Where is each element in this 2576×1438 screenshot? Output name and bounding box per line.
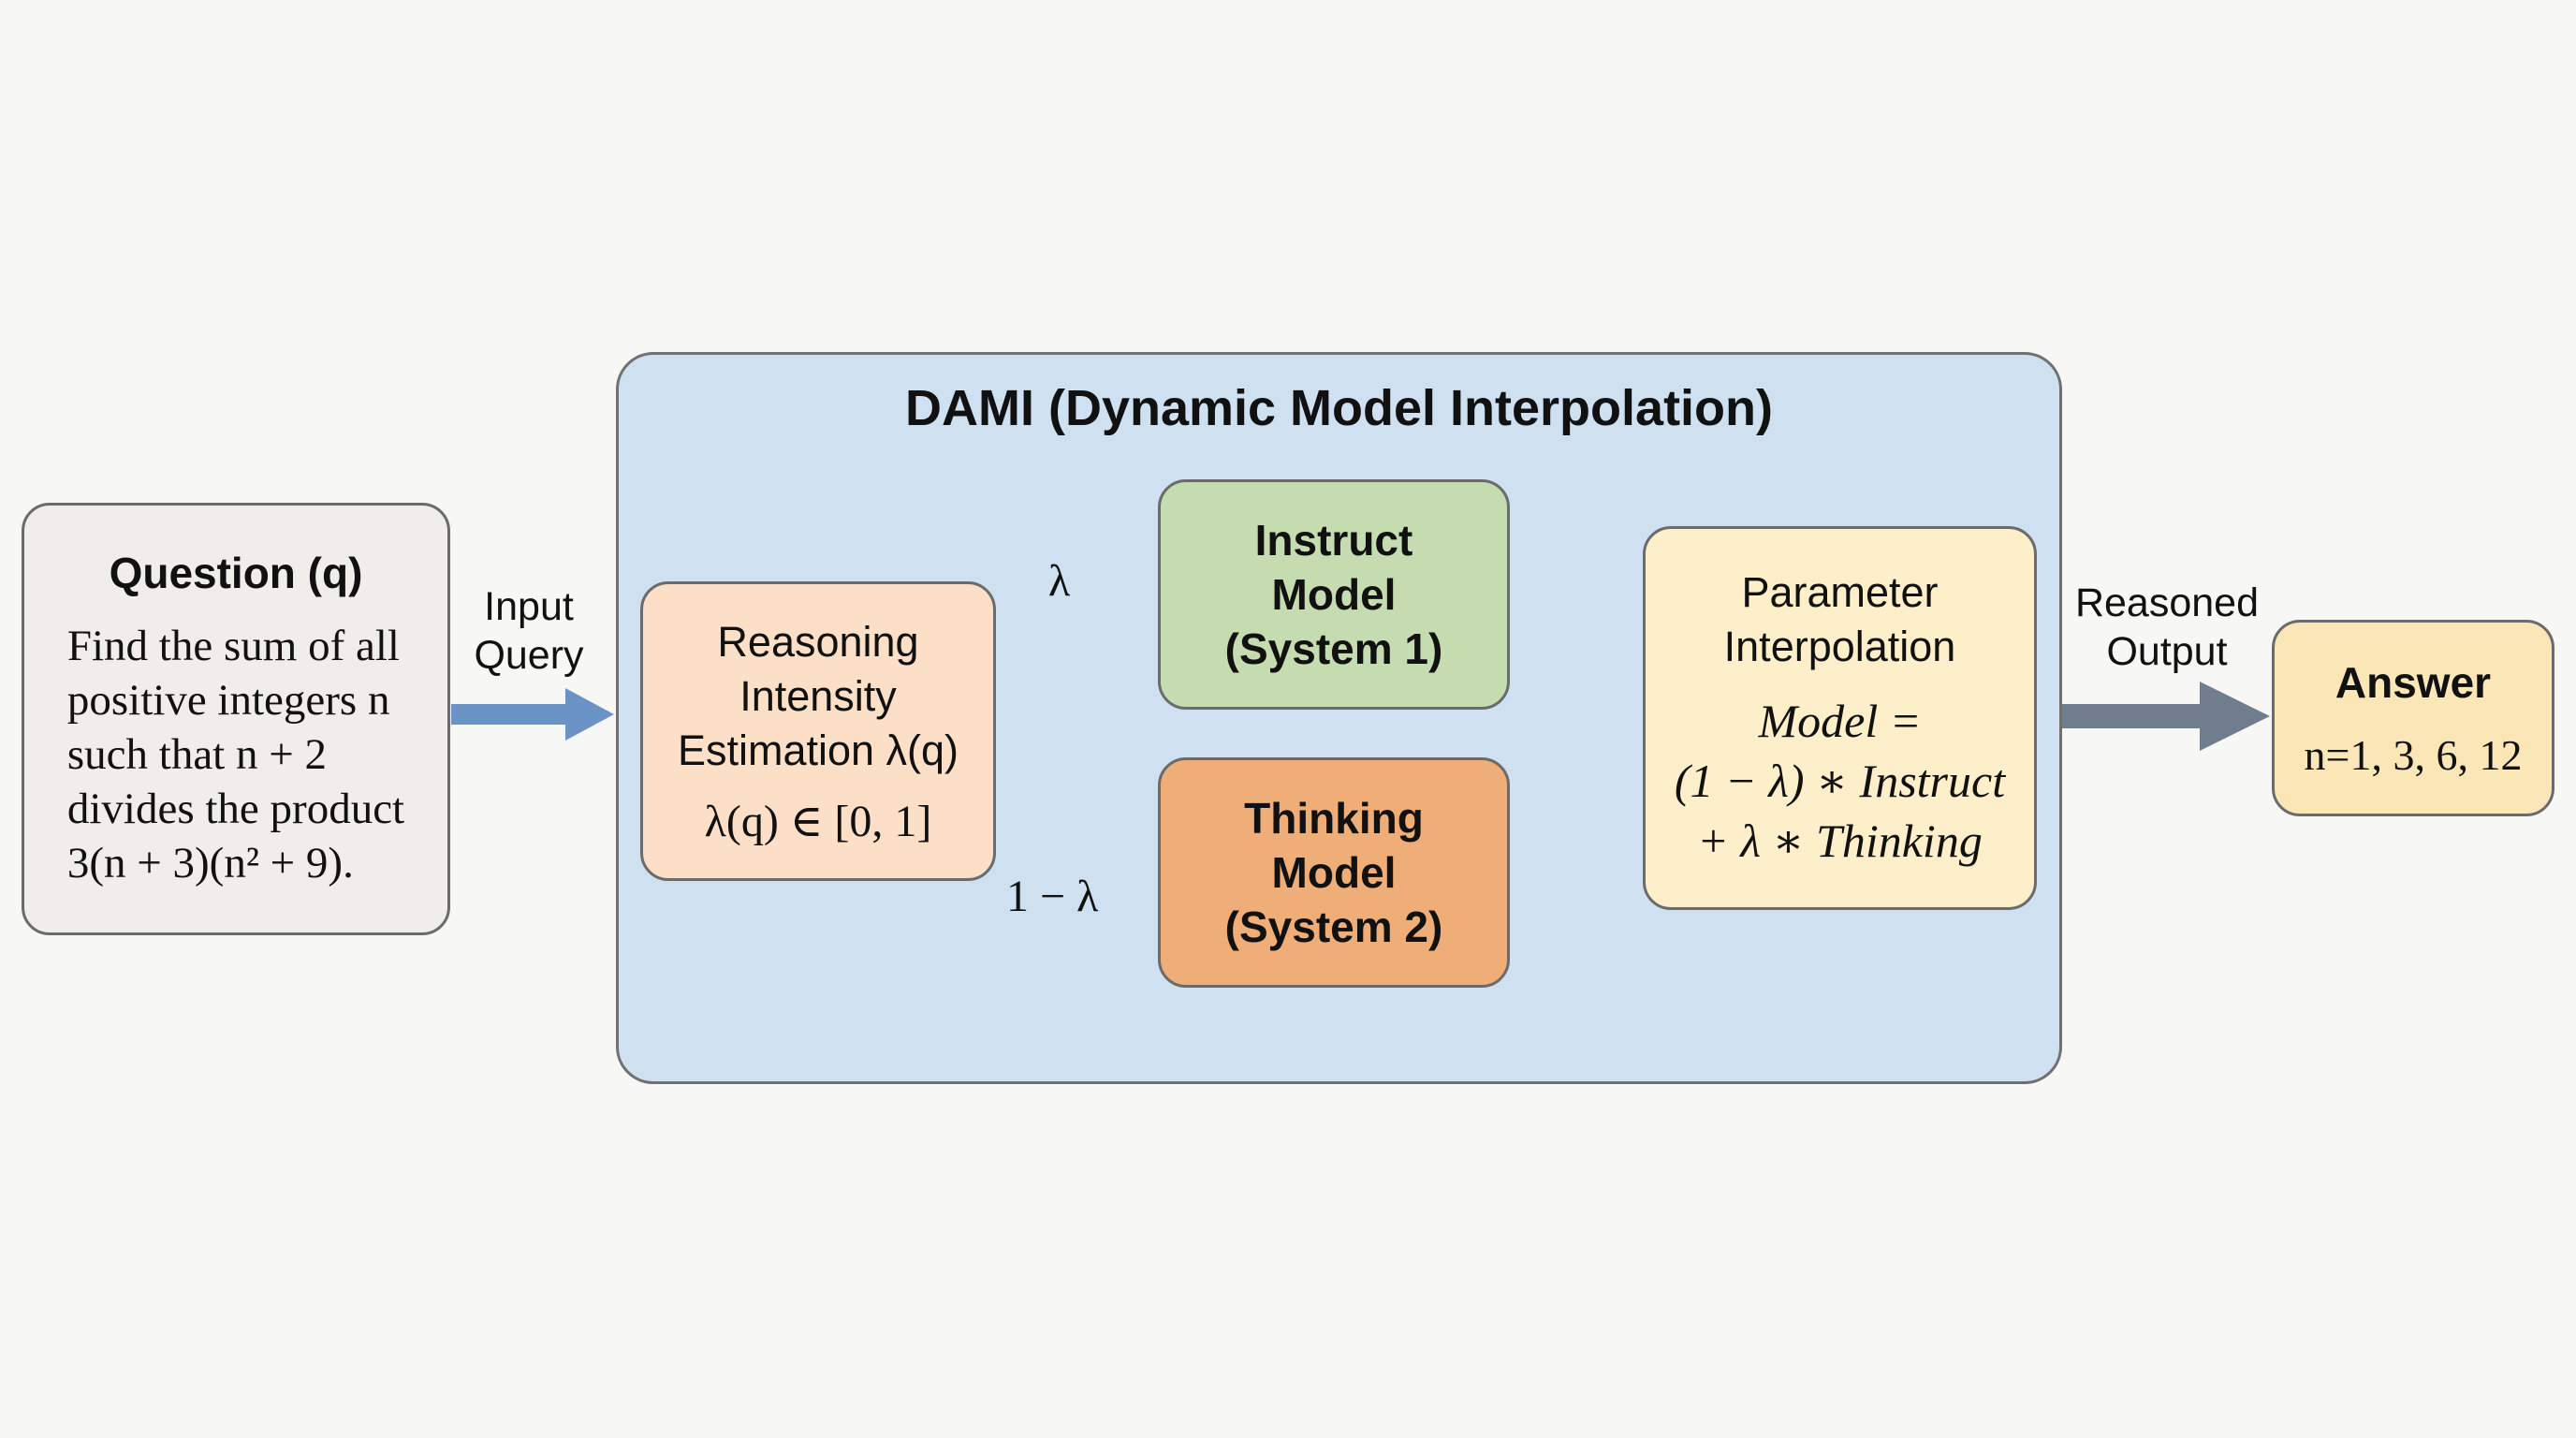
question-line: positive integers n	[66, 676, 390, 725]
formula-line: + λ ∗ Thinking	[1697, 814, 1983, 867]
answer-box: Answer n=1, 3, 6, 12	[2272, 620, 2554, 816]
param-line: Parameter	[1741, 568, 1939, 616]
input-arrow	[451, 688, 614, 741]
question-line: divides the product	[66, 785, 405, 833]
formula-line: Model =	[1758, 695, 1922, 747]
question-line: such that n + 2	[66, 730, 327, 779]
thinking-model-box: Thinking Model (System 2)	[1158, 757, 1510, 988]
instruct-line: Instruct	[1254, 516, 1413, 565]
one-minus-lambda-edge-label: 1 − λ	[1006, 872, 1099, 921]
answer-title: Answer	[2334, 657, 2492, 707]
param-label: Parameter Interpolation	[1724, 565, 1956, 674]
output-arrow	[2062, 682, 2270, 751]
instruct-line: Model	[1271, 570, 1397, 619]
formula-line: (1 − λ) ∗ Instruct	[1674, 755, 2006, 807]
lambda-edge-label: λ	[1048, 556, 1071, 606]
container-title: DAMI (Dynamic Model Interpolation)	[904, 380, 1774, 436]
question-title: Question (q)	[109, 549, 363, 597]
reasoning-line: Reasoning	[717, 618, 919, 666]
param-line: Interpolation	[1723, 623, 1956, 670]
reasoned-label-line: Output	[2106, 629, 2228, 674]
question-line: 3(n + 3)(n² + 9).	[66, 839, 354, 888]
reasoned-label-line: Reasoned	[2074, 580, 2260, 625]
question-box: Question (q) Find the sum of all positiv…	[22, 503, 450, 935]
instruct-model-box: Instruct Model (System 1)	[1158, 479, 1510, 710]
reasoning-line: Estimation λ(q)	[677, 726, 959, 774]
answer-value: n=1, 3, 6, 12	[2304, 730, 2523, 779]
thinking-line: Thinking	[1244, 794, 1424, 843]
reasoned-output-label: Reasoned Output	[2059, 579, 2275, 676]
input-query-label: Input Query	[459, 582, 599, 680]
parameter-interpolation-box: Parameter Interpolation Model = (1 − λ) …	[1643, 526, 2037, 910]
reasoning-line: Intensity	[739, 672, 897, 720]
instruct-line: (System 1)	[1224, 624, 1443, 673]
lambda-range: λ(q) ∈ [0, 1]	[704, 797, 932, 846]
reasoning-label: Reasoning Intensity Estimation λ(q)	[678, 615, 959, 778]
input-label-line: Query	[474, 633, 584, 678]
reasoning-intensity-box: Reasoning Intensity Estimation λ(q) λ(q)…	[640, 581, 996, 881]
question-line: Find the sum of all	[66, 622, 400, 670]
question-text: Find the sum of all positive integers n …	[34, 619, 438, 890]
input-label-line: Input	[484, 584, 574, 629]
interpolation-formula: Model = (1 − λ) ∗ Instruct + λ ∗ Thinkin…	[1675, 691, 2005, 871]
thinking-line: Model	[1271, 848, 1397, 897]
thinking-line: (System 2)	[1224, 902, 1443, 951]
